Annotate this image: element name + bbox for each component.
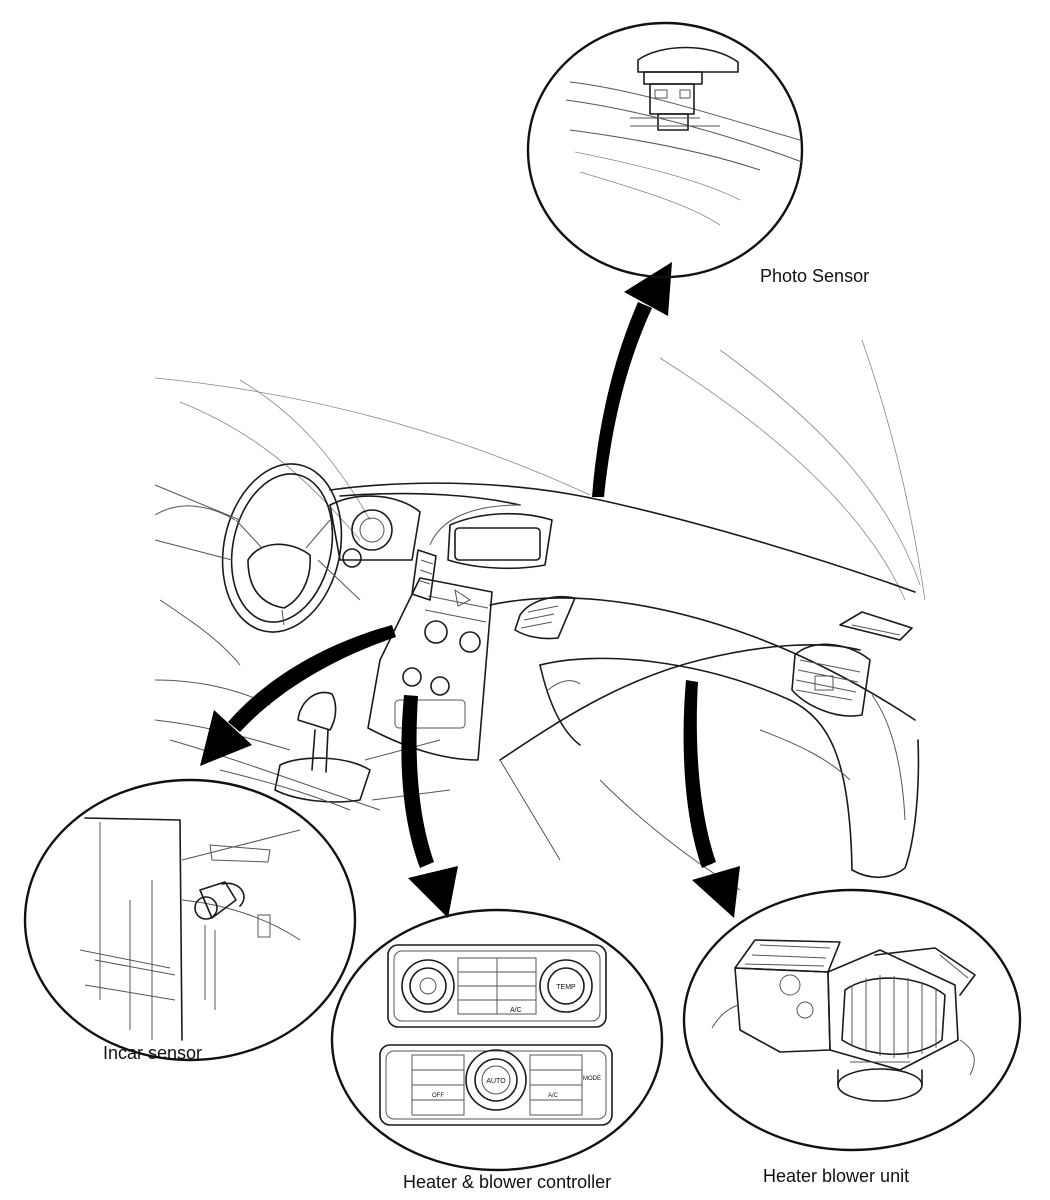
photo-sensor-label: Photo Sensor (760, 266, 870, 286)
ac-label-top: A/C (510, 1007, 522, 1014)
controller-panel-top: TEMP A/C (387, 944, 607, 1028)
controller-panel-bottom: AUTO OFF A/C MODE (379, 1044, 613, 1126)
dashboard-illustration (154, 339, 926, 891)
controller-callout: TEMP A/C AUTO OFF A/C MODE (330, 908, 664, 1172)
blower-unit-callout (682, 888, 1022, 1152)
photo-sensor-callout (526, 21, 804, 279)
mode-label: MODE (583, 1076, 601, 1082)
heater-blower-controller-label: Heater & blower controller (403, 1172, 612, 1192)
incar-sensor-arrow (200, 625, 396, 766)
temp-label: TEMP (556, 984, 576, 991)
auto-label: AUTO (486, 1078, 506, 1085)
blower-unit-arrow (683, 680, 740, 918)
off-label: OFF (432, 1093, 444, 1099)
controller-arrow (401, 695, 458, 918)
incar-sensor-callout (23, 778, 357, 1062)
heater-blower-unit-label: Heater blower unit (763, 1166, 910, 1186)
photo-sensor-arrow (592, 262, 672, 497)
ac-label-bottom: A/C (548, 1093, 559, 1099)
incar-sensor-label: Incar sensor (103, 1043, 203, 1063)
